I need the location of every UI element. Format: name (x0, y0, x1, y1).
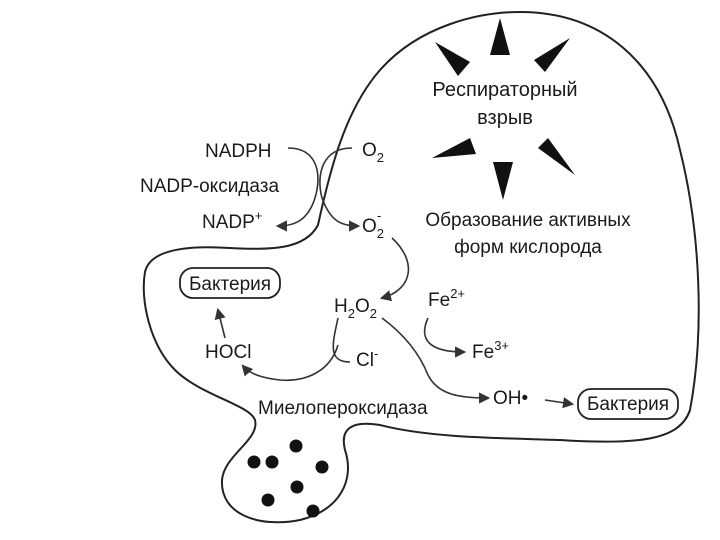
granule (315, 460, 329, 474)
myeloperoxidase-label: Миелопероксидаза (258, 398, 428, 419)
granule (289, 439, 303, 453)
bacterium-right-box (577, 388, 679, 420)
hydroxyl-radical-label: OH• (493, 388, 528, 409)
ros-formation-line1: Образование активных (425, 210, 631, 231)
burst-spike-bottom (493, 162, 513, 200)
granule (261, 493, 275, 507)
granule (265, 455, 279, 469)
superoxide-label: O2- (362, 208, 384, 241)
granule (306, 504, 320, 518)
oxygen-label: O2 (362, 140, 384, 165)
nadp-oxidase-label: NADP-оксидаза (140, 176, 279, 197)
hydrogen-peroxide-label: H2O2 (334, 296, 377, 321)
burst-spike-right (538, 138, 575, 175)
respiratory-burst-spikes (432, 18, 575, 200)
hocl-label: HOCl (205, 342, 251, 363)
granule (247, 455, 261, 469)
superoxide-to-h2o2-arrow (379, 237, 410, 302)
burst-spike-top-left (435, 42, 470, 76)
granules (247, 439, 329, 518)
granule (290, 480, 304, 494)
burst-title-line1: Респираторный (432, 79, 577, 101)
bacterium-right-label: Бактерия (587, 394, 669, 415)
burst-spike-top-right (534, 38, 570, 72)
o2-to-superoxide-arrow (319, 147, 361, 232)
nadph-to-nadp-arrow (275, 147, 319, 232)
bacterium-left-box (179, 267, 281, 299)
hydroxyl-to-bacterium-arrow (544, 397, 575, 409)
nadp-plus-label: NADP+ (202, 208, 262, 233)
chloride-label: Cl- (356, 346, 378, 371)
ros-formation-line2: форм кислорода (454, 237, 602, 258)
ferric-iron-label: Fe3+ (472, 338, 509, 363)
fe2-to-fe3-arrow (423, 317, 467, 358)
bacterium-left-label: Бактерия (189, 274, 271, 295)
ferrous-iron-label: Fe2+ (428, 286, 465, 311)
h2o2-chloride-to-hocl-arrow (243, 317, 351, 382)
hocl-to-bacterium-arrow (214, 307, 226, 339)
phagocyte-cell-outline (142, 10, 700, 524)
burst-title-line2: взрыв (477, 107, 533, 129)
nadph-label: NADPH (205, 141, 272, 162)
burst-spike-left (432, 138, 476, 158)
burst-spike-top (490, 18, 510, 55)
h2o2-to-hydroxyl-arrow (381, 317, 491, 404)
